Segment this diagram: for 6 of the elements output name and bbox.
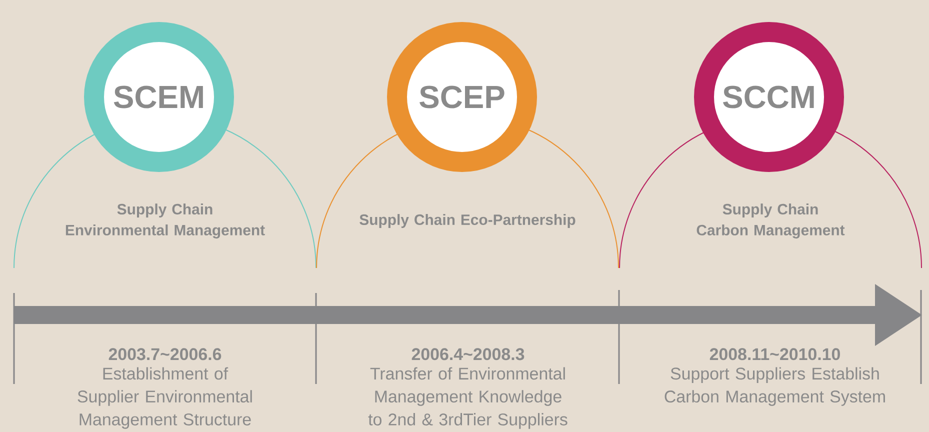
description: Transfer of Environmental Management Knowledge to 2nd & 3rdTier Suppliers: [368, 367, 568, 429]
description: Support Suppliers Establish Carbon Management System: [664, 367, 885, 406]
date-label: 2008.11~2010.10: [710, 348, 840, 360]
date-label: 2006.4~2008.3: [412, 348, 524, 360]
date-label: 2003.7~2006.6: [108, 348, 222, 360]
description: Establishment of Supplier Environmental Management Structure: [78, 367, 252, 429]
